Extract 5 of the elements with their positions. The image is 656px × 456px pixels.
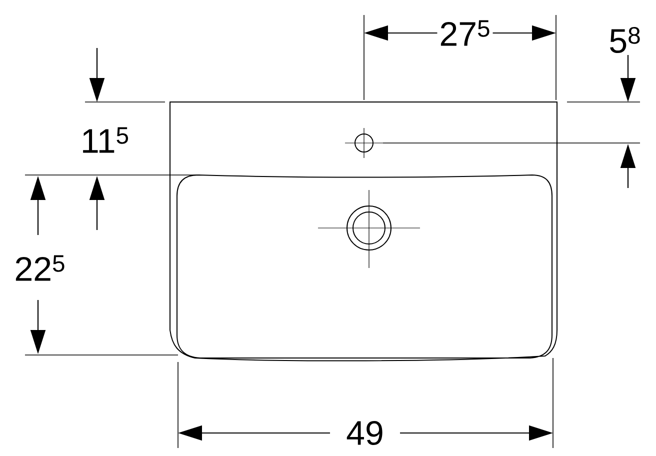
dimension-text: 11$^{5}$ [78, 125, 132, 155]
dimension-text: 27$^{5}$ [437, 18, 493, 48]
dimension-text: 22$^{5}$ [12, 253, 68, 283]
dimension-text: 5$^{8}$ [606, 25, 644, 55]
dimension-text: 49 [344, 418, 386, 448]
